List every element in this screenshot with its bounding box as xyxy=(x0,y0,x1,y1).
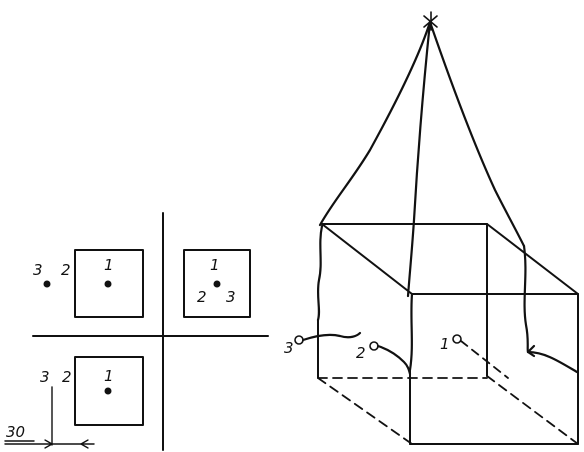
side-view-square xyxy=(183,249,251,318)
point-2-trace xyxy=(376,344,412,376)
side-label-3: 3 xyxy=(226,288,236,306)
front-label-3: 3 xyxy=(33,261,43,279)
persp-point-3 xyxy=(294,335,304,345)
top-point-1 xyxy=(104,387,112,395)
point-1-hidden-path xyxy=(460,340,509,379)
persp-label-1: 1 xyxy=(440,335,450,353)
right-trace xyxy=(522,244,530,354)
front-left-edge xyxy=(408,292,414,372)
top-right-connector xyxy=(486,223,579,295)
back-bottom-right-hidden xyxy=(486,375,579,445)
persp-point-1 xyxy=(452,334,462,344)
right-trace-hook xyxy=(526,344,536,358)
persp-label-2: 2 xyxy=(356,344,366,362)
perspective-cube: 3 2 1 xyxy=(284,11,579,445)
dimension-arrow-right xyxy=(80,439,89,449)
back-bottom-left-hidden xyxy=(317,377,413,445)
top-view-square xyxy=(74,356,144,426)
dimension-value: 30 xyxy=(6,423,25,441)
front-label-2: 2 xyxy=(61,261,71,279)
top-view: 1 3 2 30 xyxy=(4,356,144,449)
top-label-2: 2 xyxy=(62,368,72,386)
point-3-trace xyxy=(301,331,362,342)
pyramid-edge-left xyxy=(318,20,432,227)
front-view: 1 3 2 xyxy=(33,249,144,318)
top-label-1: 1 xyxy=(104,367,114,385)
persp-label-3: 3 xyxy=(284,339,294,357)
top-left-connector xyxy=(321,223,413,295)
pyramid-edge-front xyxy=(406,20,432,298)
orthographic-views: 1 3 2 1 2 3 1 3 2 30 xyxy=(4,212,269,451)
side-label-1: 1 xyxy=(210,256,220,274)
back-left-edge xyxy=(316,224,324,322)
persp-point-2 xyxy=(369,341,379,351)
front-view-square xyxy=(74,249,144,318)
side-view: 1 2 3 xyxy=(183,249,251,318)
side-label-2: 2 xyxy=(197,288,207,306)
dimension-arrow-left xyxy=(44,439,53,449)
side-point-1 xyxy=(213,280,221,288)
right-trace-tail xyxy=(526,350,579,374)
top-label-3: 3 xyxy=(40,368,50,386)
pyramid-edge-right xyxy=(428,20,526,248)
front-label-1: 1 xyxy=(104,256,114,274)
front-point-1 xyxy=(104,280,112,288)
front-point-3 xyxy=(43,280,51,288)
